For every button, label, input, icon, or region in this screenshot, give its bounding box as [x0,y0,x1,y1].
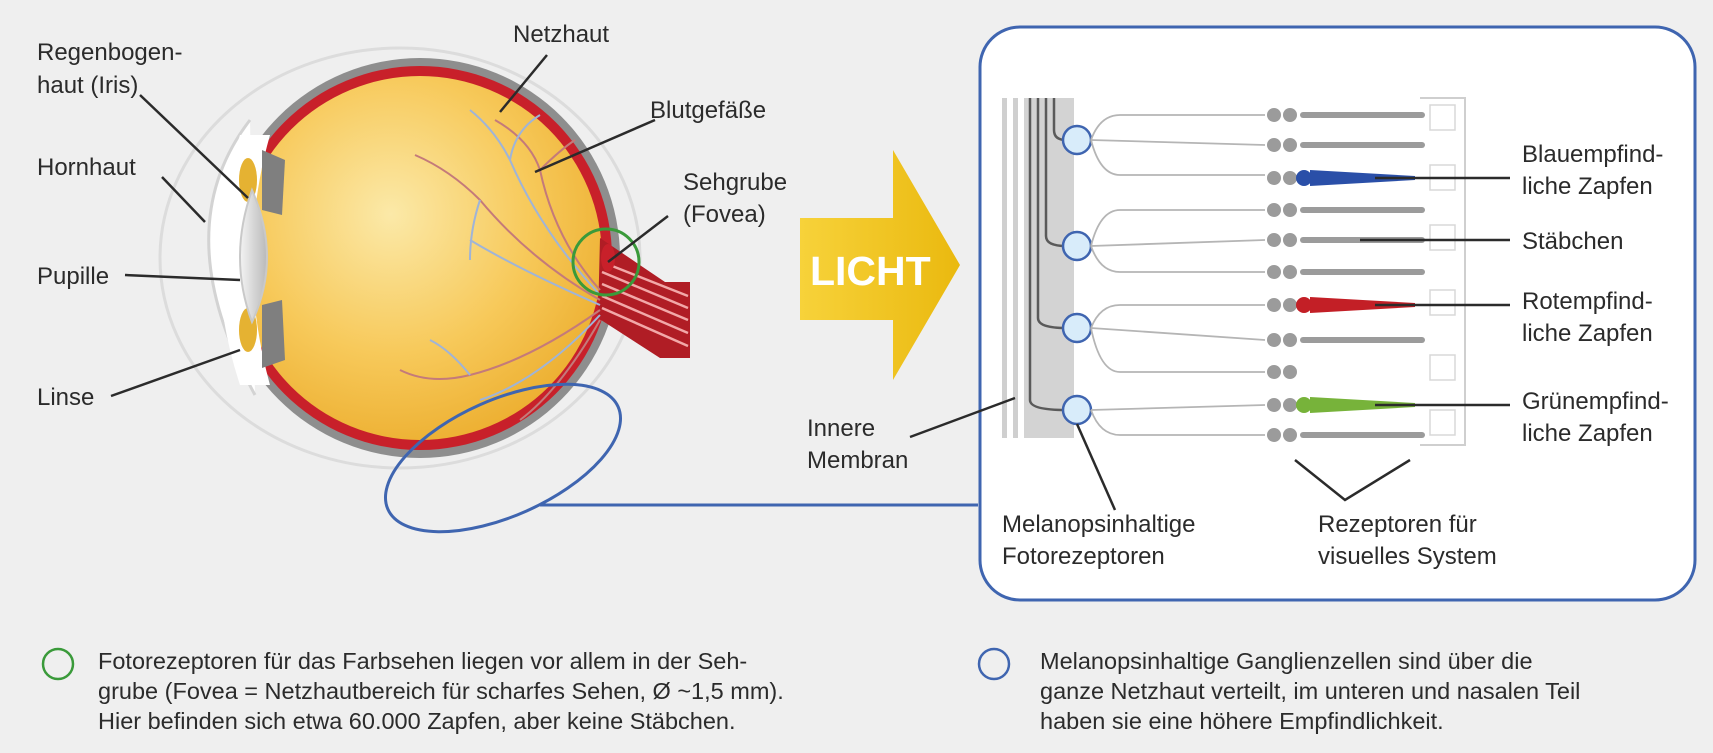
legend-melanopsin-line3: haben sie eine höhere Empfindlichkeit. [1040,706,1580,736]
label-fovea-line1: Sehgrube [683,169,787,196]
label-green-cones-line2: liche Zapfen [1522,420,1653,447]
label-receptors-line1: Rezeptoren für [1318,511,1477,538]
inner-membrane-line-2 [1013,98,1018,438]
legend-fovea-line1: Fotorezeptoren für das Farbsehen liegen … [98,646,784,676]
label-iris-line1: Regenbogen- [37,39,182,66]
rod [1300,142,1425,148]
label-melanopsin-line1: Melanopsinhaltige [1002,511,1195,538]
legend-melanopsin-line1: Melanopsinhaltige Ganglienzellen sind üb… [1040,646,1580,676]
light-arrow: LICHT [800,150,960,380]
legend-melanopsin-line2: ganze Netzhaut verteilt, im unteren und … [1040,676,1580,706]
label-receptors-line2: visuelles System [1318,543,1497,570]
legend-fovea-line3: Hier befinden sich etwa 60.000 Zapfen, a… [98,706,784,736]
label-green-cones-line1: Grünempfind- [1522,388,1669,415]
label-blue-cones-line1: Blauempfind- [1522,141,1663,168]
retina-detail-panel: Blauempfind- liche Zapfen Stäbchen Rotem… [807,27,1695,600]
label-retina: Netzhaut [513,21,609,48]
melanopsin-cell [1063,314,1091,342]
iris-upper [262,150,285,215]
label-red-cones-line2: liche Zapfen [1522,320,1653,347]
legend-green-circle-icon [43,649,73,679]
legend-fovea-line2: grube (Fovea = Netzhautbereich für schar… [98,676,784,706]
melanopsin-cell [1063,396,1091,424]
rod [1300,269,1425,275]
label-inner-membrane-line2: Membran [807,447,908,474]
label-rods: Stäbchen [1522,228,1623,255]
light-arrow-label: LICHT [810,248,931,294]
legend-fovea-text: Fotorezeptoren für das Farbsehen liegen … [98,646,784,736]
legend-melanopsin-text: Melanopsinhaltige Ganglienzellen sind üb… [1040,646,1580,736]
inner-membrane-line-1 [1002,98,1007,438]
label-iris-line2: haut (Iris) [37,72,138,99]
label-inner-membrane-line1: Innere [807,415,875,442]
iris-lower [262,300,285,368]
eyeball [160,48,690,562]
label-melanopsin-line2: Fotorezeptoren [1002,543,1165,570]
label-blue-cones-line2: liche Zapfen [1522,173,1653,200]
label-fovea-line2: (Fovea) [683,201,766,228]
label-cornea: Hornhaut [37,154,136,181]
rod [1300,207,1425,213]
label-blood-vessels: Blutgefäße [650,97,766,124]
label-pupil: Pupille [37,263,109,290]
melanopsin-cell [1063,232,1091,260]
label-lens: Linse [37,384,94,411]
rod [1300,112,1425,118]
legend-blue-circle-icon [979,649,1009,679]
rod [1300,337,1425,343]
label-red-cones-line1: Rotempfind- [1522,288,1653,315]
rod [1300,432,1425,438]
melanopsin-cell [1063,126,1091,154]
